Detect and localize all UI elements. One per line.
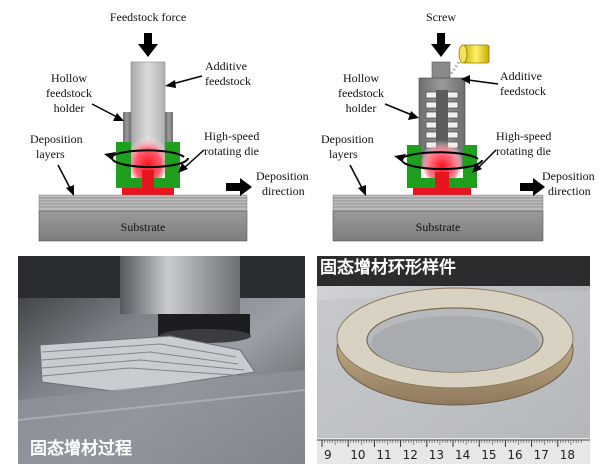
ring-photo-caption: 固态增材环形样件 (320, 257, 456, 278)
heated-zone (128, 136, 168, 184)
layers-leader-arrow-right-icon (349, 164, 366, 196)
ruler-number: 14 (455, 448, 470, 462)
deposit-layer (122, 188, 174, 195)
holder-leader-arrow-right-icon (384, 103, 419, 120)
ruler-number: 9 (324, 448, 332, 462)
feedstock-leader-arrow-icon (165, 75, 203, 88)
process-photo-caption: 固态增材过程 (30, 438, 132, 459)
holder-leader-arrow-icon (91, 103, 124, 121)
deposition-layers-right (332, 194, 544, 212)
deposition-layers-label-2: layers (36, 147, 65, 161)
ruler-number: 18 (560, 448, 575, 462)
deposition-direction-label-right-1: Deposition (542, 169, 595, 183)
deposition-direction-label-right-2: direction (548, 184, 591, 198)
high-speed-die-label-right-1: High-speed (496, 129, 551, 143)
deposit-layer-right (413, 188, 471, 195)
ruler-number: 13 (429, 448, 444, 462)
ruler-number: 17 (534, 448, 549, 462)
holder-wall-right (165, 112, 173, 166)
substrate-block (38, 210, 248, 242)
left-diagram: Feedstock force (30, 10, 309, 242)
substrate-label-right: Substrate (416, 220, 461, 234)
hollow-holder-label-right-3: holder (346, 101, 377, 115)
rotation-icon (104, 149, 189, 168)
hollow-holder-label-3: holder (54, 101, 85, 115)
rotation-icon-right (394, 151, 483, 170)
additive-feedstock-label-2: feedstock (205, 74, 251, 88)
ruler-number: 15 (481, 448, 496, 462)
deposition-direction-label-1: Deposition (256, 169, 309, 183)
additive-feedstock-label-right-2: feedstock (500, 84, 546, 98)
deposition-layers-label-right-2: layers (329, 147, 358, 161)
hollow-holder-label-2: feedstock (46, 86, 92, 100)
die-leader-arrow-right-icon (472, 149, 497, 173)
process-photo: 固态增材过程 (17, 256, 306, 464)
force-arrow-icon (138, 33, 158, 57)
deposition-layers-label-right-1: Deposition (321, 132, 374, 146)
screw-arrow-icon (431, 33, 451, 57)
die-leader-arrow-icon (178, 149, 205, 173)
high-speed-die-label-2: rotating die (204, 144, 259, 158)
deposition-layers-label-1: Deposition (30, 132, 83, 146)
direction-arrow-right-icon (520, 178, 545, 196)
hollow-holder-label-right-1: Hollow (343, 71, 379, 85)
ruler-number: 11 (376, 448, 391, 462)
deposit-stem-right (435, 172, 449, 192)
heated-zone-right (422, 140, 462, 184)
ruler-number: 12 (403, 448, 418, 462)
screw-label: Screw (426, 10, 456, 24)
holder-wall-left (123, 112, 131, 166)
hollow-holder-label-1: Hollow (51, 71, 87, 85)
high-speed-die-label-right-2: rotating die (496, 144, 551, 158)
additive-feedstock-label-right-1: Additive (500, 69, 542, 83)
feedstock-pellet-icon (449, 44, 490, 75)
additive-feedstock-label-1: Additive (205, 59, 247, 73)
deposition-direction-label-2: direction (262, 184, 305, 198)
direction-arrow-icon (226, 178, 252, 196)
ring-sample-photo: 9 10 11 12 13 14 15 16 17 18 固态增材环形样件 (317, 256, 590, 464)
substrate-block-right (332, 210, 544, 242)
deposit-stem (142, 170, 154, 192)
ruler-number: 10 (350, 448, 365, 462)
deposition-layers (38, 194, 248, 212)
hollow-holder-label-right-2: feedstock (338, 86, 384, 100)
ruler-numbers: 9 10 11 12 13 14 15 16 17 18 (321, 440, 582, 462)
right-diagram: Screw (321, 10, 595, 242)
screw-threads (425, 90, 459, 152)
feedstock-force-label: Feedstock force (110, 10, 186, 24)
feedstock-leader-arrow-right-icon (461, 75, 499, 85)
ruler-number: 16 (507, 448, 522, 462)
high-speed-die-label-1: High-speed (204, 129, 259, 143)
substrate-label: Substrate (121, 220, 166, 234)
layers-leader-arrow-icon (57, 164, 74, 196)
